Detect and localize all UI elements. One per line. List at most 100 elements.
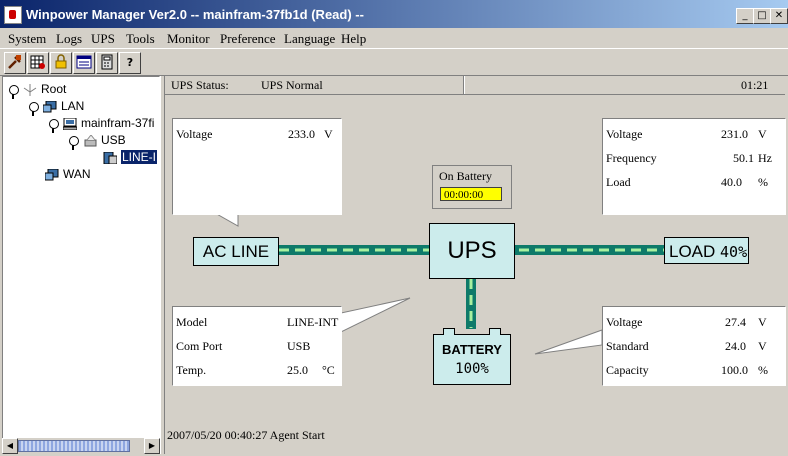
ac-input-panel: Voltage 233.0 V: [172, 118, 342, 215]
com-port-value: USB: [287, 339, 311, 353]
temp-unit: °C: [322, 363, 335, 377]
tree-horizontal-scrollbar[interactable]: ◀ ▶: [2, 438, 160, 454]
tree-node-device[interactable]: LINE-I: [103, 149, 158, 165]
on-battery-indicator: On Battery 00:00:00: [432, 165, 512, 209]
output-voltage-unit: V: [758, 127, 767, 141]
battery-terminal-icon: [489, 328, 501, 335]
on-battery-label: On Battery: [439, 169, 492, 183]
battery-standard-label: Standard: [606, 339, 649, 353]
output-frequency-value: 50.1: [733, 151, 754, 165]
tree-label-host: mainfram-37fi: [81, 116, 155, 130]
output-frequency-label: Frequency: [606, 151, 657, 165]
pin-icon: [29, 101, 39, 116]
battery-terminal-icon: [443, 328, 455, 335]
scrollbar-thumb[interactable]: [18, 440, 130, 452]
calculator-icon[interactable]: [96, 52, 118, 74]
event-log-bar: 2007/05/20 00:40:27 Agent Start: [165, 414, 785, 454]
tree-node-usb[interactable]: USB: [69, 132, 126, 150]
device-panel-tail: [340, 297, 411, 333]
output-frequency-unit: Hz: [758, 151, 772, 165]
model-value: LINE-INT: [287, 315, 339, 329]
tree-node-lan[interactable]: LAN: [29, 98, 85, 116]
load-label: LOAD: [669, 242, 716, 261]
device-info-panel: Model LINE-INT Com Port USB Temp. 25.0 °…: [172, 306, 342, 386]
on-battery-timer: 00:00:00: [440, 187, 502, 201]
app-icon[interactable]: [4, 6, 22, 24]
toolbar: ?: [0, 48, 788, 76]
menu-ups[interactable]: UPS: [91, 31, 115, 46]
status-time: 01:21: [741, 78, 769, 92]
ups-status-label: UPS Status:: [171, 78, 229, 92]
network-icon: [44, 168, 59, 181]
battery-capacity-value: 100.0: [721, 363, 748, 377]
menu-system[interactable]: System: [8, 31, 47, 46]
root-icon: [23, 83, 37, 96]
wrench-icon[interactable]: [4, 52, 26, 74]
com-port-label: Com Port: [176, 339, 223, 353]
window-title: Winpower Manager Ver2.0 -- mainfram-37fb…: [26, 7, 364, 22]
ac-voltage-unit: V: [324, 127, 333, 141]
pin-icon: [9, 84, 19, 99]
pin-icon: [69, 135, 79, 150]
ups-status-value: UPS Normal: [261, 78, 323, 92]
menu-monitor[interactable]: Monitor: [167, 31, 210, 46]
event-log-entry: 2007/05/20 00:40:27 Agent Start: [167, 428, 325, 442]
battery-voltage-unit: V: [758, 315, 767, 329]
output-voltage-label: Voltage: [606, 127, 643, 141]
tree-label-wan: WAN: [63, 167, 91, 181]
battery-standard-value: 24.0: [725, 339, 746, 353]
menu-preference[interactable]: Preference: [220, 31, 276, 46]
ac-voltage-value: 233.0: [288, 127, 315, 141]
model-label: Model: [176, 315, 208, 329]
menu-tools[interactable]: Tools: [126, 31, 155, 46]
tree-label-lan: LAN: [61, 99, 85, 113]
status-separator: [463, 76, 465, 94]
battery-voltage-label: Voltage: [606, 315, 643, 329]
help-icon[interactable]: ?: [119, 52, 141, 74]
tree-label-device: LINE-I: [121, 150, 158, 164]
tree-label-root: Root: [41, 82, 67, 96]
tree-node-root[interactable]: Root: [9, 81, 67, 99]
tree-label-usb: USB: [101, 133, 126, 147]
output-load-label: Load: [606, 175, 631, 189]
device-tree: Root LAN mainfram-37fi USB LINE-I WAN: [2, 76, 160, 440]
display-icon[interactable]: [73, 52, 95, 74]
battery-voltage-value: 27.4: [725, 315, 746, 329]
scroll-left-icon[interactable]: ◀: [2, 438, 18, 454]
output-voltage-value: 231.0: [721, 127, 748, 141]
output-load-value: 40.0: [721, 175, 742, 189]
load-box[interactable]: LOAD 40%: [664, 237, 749, 264]
title-bar: Winpower Manager Ver2.0 -- mainfram-37fb…: [0, 0, 788, 28]
ac-voltage-label: Voltage: [176, 127, 213, 141]
temp-value: 25.0: [287, 363, 308, 377]
output-panel: Voltage 231.0 V Frequency 50.1 Hz Load 4…: [602, 118, 786, 215]
menu-help[interactable]: Help: [341, 31, 367, 46]
network-icon: [42, 100, 57, 113]
battery-percent: 100%: [455, 361, 489, 377]
tree-node-wan[interactable]: WAN: [44, 166, 91, 182]
temp-label: Temp.: [176, 363, 207, 377]
output-load-unit: %: [758, 175, 768, 189]
pin-icon: [49, 118, 59, 133]
scroll-right-icon[interactable]: ▶: [144, 438, 160, 454]
ups-box[interactable]: UPS: [429, 223, 515, 279]
battery-capacity-label: Capacity: [606, 363, 649, 377]
lock-icon[interactable]: [50, 52, 72, 74]
battery-label: BATTERY: [442, 342, 502, 357]
battery-panel-tail: [534, 329, 603, 355]
battery-capacity-unit: %: [758, 363, 768, 377]
ac-line-box[interactable]: AC LINE: [193, 237, 279, 266]
menu-logs[interactable]: Logs: [56, 31, 82, 46]
pane-splitter[interactable]: [160, 76, 165, 454]
grid-settings-icon[interactable]: [27, 52, 49, 74]
battery-box[interactable]: BATTERY 100%: [433, 328, 511, 385]
ups-status-bar: UPS Status: UPS Normal 01:21: [165, 76, 785, 95]
menu-bar: System Logs UPS Tools Monitor Preference…: [0, 28, 788, 48]
usb-icon: [83, 134, 97, 147]
tree-node-host[interactable]: mainfram-37fi: [49, 115, 155, 133]
battery-standard-unit: V: [758, 339, 767, 353]
load-percent: 40%: [720, 243, 748, 261]
battery-info-panel: Voltage 27.4 V Standard 24.0 V Capacity …: [602, 306, 786, 386]
menu-language[interactable]: Language: [284, 31, 336, 46]
